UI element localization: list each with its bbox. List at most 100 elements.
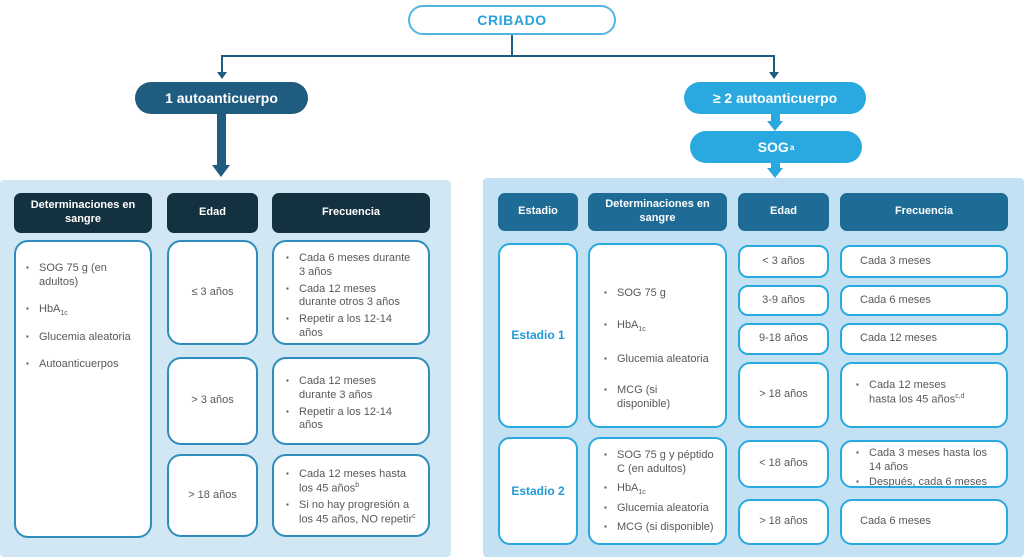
- list-item: Autoanticuerpos: [26, 358, 138, 372]
- age-cell: > 3 años: [167, 357, 258, 445]
- stage-cell: Estadio 2: [498, 437, 578, 545]
- list-item: MCG (si disponible): [604, 384, 711, 412]
- bullet-text: Cada 12 meses durante otros 3 años: [299, 282, 400, 309]
- list-item: SOG 75 g: [604, 287, 711, 301]
- age-cell: < 18 años: [738, 440, 829, 488]
- subscript: 1c: [638, 325, 646, 333]
- list-item: Cada 12 meses durante 3 años: [286, 375, 414, 403]
- stage-label: Estadio 1: [511, 328, 565, 342]
- connector-line: [773, 55, 775, 73]
- branch-2-label: ≥ 2 autoanticuerpo: [712, 90, 838, 106]
- frequency-text: Cada 6 meses: [860, 515, 931, 528]
- list-item: Si no hay progresión a los 45 años, NO r…: [286, 499, 420, 527]
- header-label: Frecuencia: [321, 206, 381, 219]
- frequency-cell: Cada 12 meses durante 3 años Repetir a l…: [272, 357, 430, 445]
- bullet-text: Si no hay progresión a los 45 años, NO r…: [299, 499, 413, 526]
- header-label: Edad: [770, 205, 797, 218]
- header-label: Edad: [199, 206, 226, 219]
- bullet-text: SOG 75 g: [617, 287, 666, 299]
- list-item: HbA1c: [604, 482, 715, 498]
- stage-label: Estadio 2: [511, 483, 565, 498]
- header-label: Frecuencia: [894, 205, 954, 218]
- bullet-text: Cada 12 meses hasta los 45 años: [869, 379, 956, 406]
- age-cell: > 18 años: [167, 454, 258, 537]
- bullet-text: Autoanticuerpos: [39, 358, 119, 371]
- bullet-text: Repetir a los 12-14 años: [299, 405, 392, 432]
- age-text: < 18 años: [759, 457, 808, 470]
- blood-tests-cell: SOG 75 g (en adultos) HbA1c Glucemia ale…: [14, 240, 152, 538]
- multiple-autoantibody-table: Estadio Determinaciones en sangre Edad F…: [483, 178, 1024, 557]
- bullet-text: Glucemia aleatoria: [617, 352, 709, 365]
- column-header-blood-tests: Determinaciones en sangre: [14, 193, 152, 233]
- cribado-node: CRIBADO: [408, 5, 616, 35]
- footnote-superscript: b: [355, 481, 360, 489]
- column-header-age: Edad: [167, 193, 258, 233]
- bullet-text: Cada 12 meses hasta los 45 años: [299, 468, 407, 495]
- arrow-down-icon: [767, 168, 783, 178]
- list-item: HbA1c: [26, 303, 138, 319]
- frequency-cell: Cada 6 meses durante 3 años Cada 12 mese…: [272, 240, 430, 345]
- frequency-cell: Cada 6 meses: [840, 285, 1008, 316]
- footnote-superscript: c: [412, 512, 416, 520]
- column-header-frequency: Frecuencia: [272, 193, 430, 233]
- frequency-cell: Cada 12 meses hasta los 45 añosc,d: [840, 362, 1008, 428]
- arrow-down-icon: [217, 114, 226, 166]
- age-text: > 18 años: [759, 515, 808, 528]
- column-header-blood-tests: Determinaciones en sangre: [588, 193, 727, 231]
- list-item: SOG 75 g y péptido C (en adultos): [604, 449, 715, 477]
- connector-line: [221, 55, 223, 73]
- arrow-down-icon: [217, 72, 227, 79]
- list-item: Cada 12 meses hasta los 45 añosc,d: [856, 379, 966, 407]
- bullet-text: MCG (si disponible): [617, 521, 714, 534]
- branch-2-autoantibody-node: ≥ 2 autoanticuerpo: [684, 82, 866, 114]
- age-text: < 3 años: [762, 254, 805, 267]
- age-text: > 3 años: [191, 394, 234, 407]
- list-item: Glucemia aleatoria: [604, 502, 715, 516]
- header-label: Estadio: [518, 205, 558, 218]
- footnote-superscript: c,d: [955, 392, 965, 400]
- bullet-text: Glucemia aleatoria: [617, 502, 709, 515]
- frequency-cell: Cada 3 meses: [840, 245, 1008, 278]
- list-item: Cada 12 meses durante otros 3 años: [286, 283, 414, 311]
- list-item: Cada 3 meses hasta los 14 años: [856, 447, 1000, 475]
- stage-cell: Estadio 1: [498, 243, 578, 428]
- bullet-text: MCG (si disponible): [617, 384, 671, 411]
- list-item: Cada 6 meses durante 3 años: [286, 252, 414, 280]
- frequency-cell: Cada 6 meses: [840, 499, 1008, 545]
- frequency-text: Cada 3 meses: [860, 254, 931, 267]
- bullet-text: Cada 6 meses durante 3 años: [299, 252, 411, 278]
- age-text: > 18 años: [759, 388, 808, 401]
- subscript: 1c: [60, 309, 68, 317]
- age-cell: > 18 años: [738, 499, 829, 545]
- bullet-text: SOG 75 g y péptido C (en adultos): [617, 449, 714, 475]
- frequency-cell: Cada 12 meses hasta los 45 añosb Si no h…: [272, 454, 430, 537]
- frequency-cell: Cada 12 meses: [840, 323, 1008, 355]
- bullet-text: Cada 3 meses hasta los 14 años: [869, 447, 988, 473]
- bullet-text: Cada 12 meses durante 3 años: [299, 375, 377, 401]
- frequency-text: Cada 6 meses: [860, 293, 931, 306]
- single-autoantibody-table: Determinaciones en sangre Edad Frecuenci…: [0, 180, 451, 557]
- connector-line: [221, 55, 775, 57]
- bullet-text: HbA: [617, 318, 639, 331]
- arrow-down-icon: [212, 165, 230, 177]
- age-cell: 3-9 años: [738, 285, 829, 316]
- age-text: ≤ 3 años: [191, 285, 234, 298]
- list-item: SOG 75 g (en adultos): [26, 262, 138, 290]
- age-cell: ≤ 3 años: [167, 240, 258, 345]
- header-label: Determinaciones en sangre: [605, 198, 710, 224]
- bullet-text: Después, cada 6 meses: [869, 475, 988, 488]
- age-cell: < 3 años: [738, 245, 829, 278]
- blood-tests-cell: SOG 75 g y péptido C (en adultos) HbA1c …: [588, 437, 727, 545]
- arrow-down-icon: [771, 163, 780, 169]
- arrow-down-icon: [769, 72, 779, 79]
- age-text: 3-9 años: [762, 293, 805, 306]
- age-text: 9-18 años: [759, 332, 808, 345]
- list-item: MCG (si disponible): [604, 521, 715, 535]
- list-item: Repetir a los 12-14 años: [286, 406, 414, 434]
- cribado-label: CRIBADO: [477, 12, 547, 28]
- frequency-text: Cada 12 meses: [860, 332, 938, 345]
- list-item: Después, cada 6 meses: [856, 476, 1000, 490]
- list-item: Repetir a los 12-14 años: [286, 313, 414, 341]
- age-cell: > 18 años: [738, 362, 829, 428]
- age-cell: 9-18 años: [738, 323, 829, 355]
